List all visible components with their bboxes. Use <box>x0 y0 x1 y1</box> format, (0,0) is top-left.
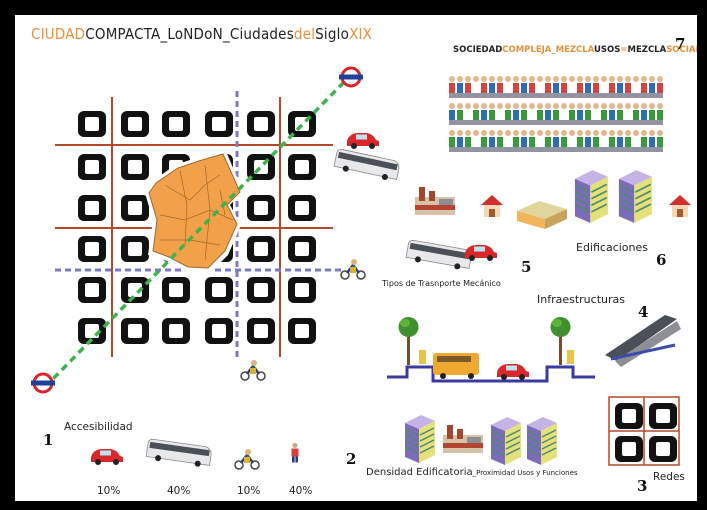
accesibilidad-label: Accesibilidad <box>64 421 133 433</box>
title-part: del <box>293 25 316 43</box>
diagram-canvas: CIUDADCOMPACTA_LoNDoN_CiudadesdelSigloXI… <box>15 15 697 501</box>
densidad-label: Densidad Edificatoria_Proximidad Usos y … <box>366 467 578 478</box>
low-building-icon <box>517 201 567 229</box>
soc-part: = <box>620 45 628 55</box>
car-icon <box>497 364 529 380</box>
factory-icon <box>415 187 455 215</box>
number-4: 4 <box>638 303 649 321</box>
underground-logo-icon <box>337 66 365 88</box>
soc-part: MEZCLA <box>627 45 667 55</box>
sociedad-header: SOCIEDADCOMPLEJA_MEZCLAUSOS=MEZCLASOCIAL <box>453 45 697 55</box>
central-district <box>145 149 243 273</box>
network-grid-icon <box>608 396 680 466</box>
tree-icon <box>398 317 419 365</box>
bus-icon <box>405 239 473 272</box>
page-title: CIUDADCOMPACTA_LoNDoN_CiudadesdelSigloXI… <box>31 25 372 43</box>
building-icon <box>404 414 436 464</box>
soc-part: USOS <box>594 45 621 55</box>
building-icon <box>574 169 609 224</box>
building-icon <box>490 416 522 466</box>
densidad-sub: _Proximidad Usos y Funciones <box>472 469 578 477</box>
building-icon <box>526 416 558 466</box>
densidad-main: Densidad Edificatoria <box>366 467 473 478</box>
bus-icon <box>145 438 213 469</box>
car-icon <box>91 449 123 465</box>
pct-car: 10% <box>97 485 121 497</box>
number-5: 5 <box>521 258 532 276</box>
cyclist-icon <box>239 358 267 382</box>
pedestrian-icon <box>567 350 574 364</box>
pct-walk: 40% <box>289 485 313 497</box>
number-1: 1 <box>43 431 54 449</box>
interchange-icon <box>605 315 681 367</box>
street-section <box>387 317 595 383</box>
number-7: 7 <box>675 35 686 53</box>
underground-logo-icon <box>29 372 57 394</box>
green-diagonal-route <box>43 76 350 389</box>
number-6: 6 <box>656 251 667 269</box>
factory-icon <box>443 425 483 453</box>
soc-part: COMPLEJA_MEZCLA <box>502 45 595 55</box>
diagram-graphics <box>29 66 691 471</box>
car-icon <box>347 133 379 149</box>
house-icon <box>669 195 691 217</box>
title-part: CIUDAD <box>31 25 86 43</box>
pct-bus: 40% <box>167 485 191 497</box>
pct-cycle: 10% <box>237 485 261 497</box>
density-buildings <box>404 414 558 466</box>
edificaciones-label: Edificaciones <box>576 241 649 254</box>
title-part: Siglo <box>315 25 350 43</box>
number-3: 3 <box>637 477 648 495</box>
bus-icon <box>332 148 401 183</box>
soc-part: SOCIEDAD <box>453 45 503 55</box>
pedestrian-icon <box>419 350 426 364</box>
transporte-label: Tipos de Trasnporte Mecánico <box>382 279 501 288</box>
redes-label: Redes <box>653 471 685 483</box>
pedestrian-icon <box>291 443 299 463</box>
buildings-group <box>415 169 691 229</box>
cyclist-icon <box>339 257 367 281</box>
people-crowd <box>449 76 663 152</box>
house-icon <box>481 195 503 217</box>
cyclist-icon <box>233 447 261 471</box>
soc-part: SOCIAL <box>666 45 697 55</box>
car-icon <box>465 245 497 261</box>
building-icon <box>618 169 653 224</box>
title-part: COMPACTA_LoNDoN_Ciudades <box>85 25 294 43</box>
bus-icon <box>433 353 479 379</box>
title-part: XIX <box>349 25 373 43</box>
number-2: 2 <box>346 450 357 468</box>
infraestructuras-label: Infraestructuras <box>537 293 625 306</box>
